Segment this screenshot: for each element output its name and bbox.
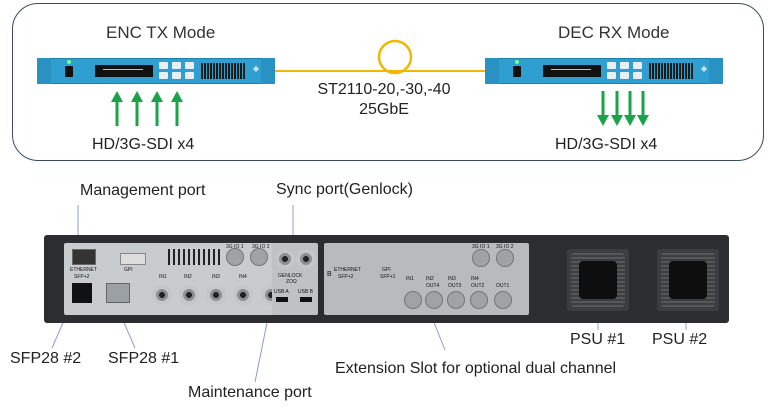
power-led-icon: [515, 60, 519, 64]
in1-label: IN1: [406, 276, 414, 282]
fiber-coil-icon: [377, 39, 413, 75]
brand-logo-icon: ◈: [700, 64, 707, 73]
sdi-in3-bnc-icon: [206, 285, 226, 305]
sfp28-2-port-icon: [72, 283, 92, 303]
psu-1: [567, 249, 629, 311]
blank-bnc-icon: [425, 291, 443, 309]
arrow-up-icon: [111, 91, 123, 126]
power-switch-icon: [65, 66, 73, 77]
in2-label: IN2: [426, 276, 434, 282]
vent-grill-icon: [201, 63, 245, 79]
in3-label: IN3: [212, 274, 220, 280]
gpi-port-icon: [120, 253, 146, 265]
sfp2-label: SFP+2: [74, 274, 90, 280]
blank-bnc-icon: [447, 291, 465, 309]
arrow-down-icon: [611, 91, 623, 126]
lcd-display: [95, 65, 153, 77]
enc-mode-title: ENC TX Mode: [106, 23, 216, 42]
keypad-icon: [607, 62, 643, 80]
sfp1-label: SFP+1: [380, 274, 396, 280]
decoder-unit-front: ◈: [485, 58, 723, 84]
arrow-down-icon: [637, 91, 649, 126]
usb-b-label: USB B: [298, 289, 314, 295]
arrow-up-icon: [131, 91, 143, 126]
io1-label: 3G IO 1: [472, 244, 490, 250]
link-standard-label: ST2110-20,-30,-40: [317, 81, 451, 98]
gpi-label: GPI: [382, 267, 391, 273]
usb-b-port-icon: [300, 297, 312, 302]
sfp28-1-port-icon: [106, 283, 130, 303]
sfp2-label: SFP+2: [338, 274, 354, 280]
blank-bnc-icon: [494, 291, 512, 309]
io2-label: 3G IO 2: [252, 244, 270, 250]
power-switch-icon: [513, 66, 521, 77]
sfp28-2-label: SFP28 #2: [10, 350, 82, 367]
blank-io-icon: [496, 249, 514, 267]
mode-frame: [12, 3, 764, 161]
dec-mode-title: DEC RX Mode: [558, 23, 670, 42]
usb-a-label: USB A: [274, 289, 289, 295]
blank-io-icon: [226, 248, 244, 266]
blank-io-icon: [250, 248, 268, 266]
in4-label: IN4: [239, 274, 247, 280]
blank-io-icon: [472, 249, 490, 267]
arrow-down-icon: [597, 91, 609, 126]
blank-bnc-icon: [470, 291, 488, 309]
psu2-label: PSU #2: [652, 331, 708, 348]
brand-logo-icon: ◈: [252, 64, 259, 73]
rear-chassis: ETHERNET SFP+2 GPI 3G IO 1 3G IO 2 IN1 I…: [44, 235, 729, 323]
link-speed-label: 25GbE: [359, 101, 409, 118]
encoder-unit-front: ◈: [37, 58, 275, 84]
arrow-up-icon: [171, 91, 183, 126]
out1-label: OUT1: [496, 283, 510, 289]
arrow-up-icon: [151, 91, 163, 126]
lcd-display: [543, 65, 601, 77]
genlock-label: GENLOCK: [278, 273, 303, 279]
ethernet-port-icon: [72, 249, 96, 265]
psu1-label: PSU #1: [570, 331, 626, 348]
sfp28-1-label: SFP28 #1: [108, 350, 180, 367]
sdi-in1-bnc-icon: [152, 285, 172, 305]
in3-label: IN3: [448, 276, 456, 282]
out3-label: OUT3: [448, 283, 462, 289]
dec-io-label: HD/3G-SDI x4: [555, 136, 658, 153]
power-socket-icon: [579, 261, 617, 299]
in1-label: IN1: [159, 274, 167, 280]
extension-slot-panel: B ETHERNET SFP+2 GPI SFP+1 3G IO 1 3G IO…: [324, 243, 529, 315]
genlock-bnc-icon: [275, 249, 295, 269]
management-port-label: Management port: [80, 182, 206, 199]
enc-io-label: HD/3G-SDI x4: [92, 136, 195, 153]
slot-b-label: B: [327, 271, 332, 278]
usb-a-port-icon: [276, 297, 288, 302]
io1-label: 3G IO 1: [226, 244, 244, 250]
vent-grill-icon: [168, 249, 220, 265]
arrow-down-icon: [624, 91, 636, 126]
io2-label: 3G IO 2: [496, 244, 514, 250]
sdi-in2-bnc-icon: [179, 285, 199, 305]
gpi-label: GPI: [124, 267, 133, 273]
sdi-in4-bnc-icon: [233, 285, 253, 305]
ethernet-label: ETHERNET: [334, 267, 361, 273]
power-led-icon: [67, 60, 71, 64]
keypad-icon: [159, 62, 195, 80]
sync-port-label: Sync port(Genlock): [276, 181, 413, 198]
in2-label: IN2: [184, 274, 192, 280]
out4-label: OUT4: [426, 283, 440, 289]
vent-grill-icon: [649, 63, 693, 79]
ethernet-label: ETHERNET: [70, 267, 97, 273]
genlock-sub-label: ZOΩ: [286, 279, 297, 285]
extension-slot-label: Extension Slot for optional dual channel: [335, 360, 617, 377]
out2-label: OUT2: [471, 283, 485, 289]
genlock-bnc-icon: [296, 249, 316, 269]
blank-bnc-icon: [404, 291, 422, 309]
in4-label: IN4: [471, 276, 479, 282]
psu-2: [657, 249, 719, 311]
genlock-panel: GENLOCK ZOΩ USB A USB B: [272, 243, 318, 315]
maintenance-port-label: Maintenance port: [188, 384, 312, 401]
power-socket-icon: [669, 261, 707, 299]
